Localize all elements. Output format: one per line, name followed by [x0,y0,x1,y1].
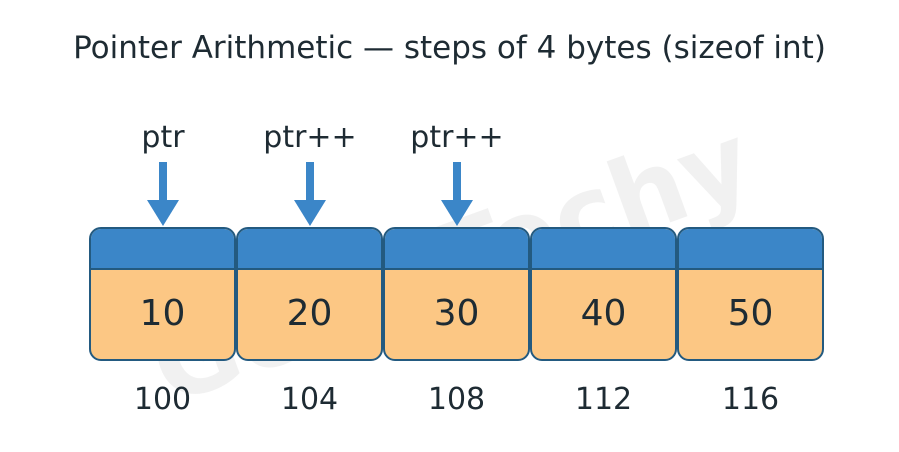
pointer-ptr-increment-2: ptr++ [387,120,527,226]
pointer-label: ptr [141,120,185,155]
memory-address-4: 116 [721,382,780,417]
down-arrow-icon [147,162,179,226]
memory-cell-4: 50 [677,227,824,361]
diagram-title: Pointer Arithmetic — steps of 4 bytes (s… [73,30,826,66]
cell-value: 20 [286,293,333,334]
cell-value: 10 [139,293,186,334]
down-arrow-icon [294,162,326,226]
cell-header [532,229,675,270]
memory-address-1: 104 [280,382,339,417]
pointer-ptr-increment-1: ptr++ [240,120,380,226]
memory-cell-3: 40 [530,227,677,361]
cell-header [679,229,822,270]
cell-header [91,229,234,270]
cell-header [238,229,381,270]
memory-cell-1: 20 [236,227,383,361]
memory-address-0: 100 [133,382,192,417]
cell-value: 50 [727,293,774,334]
cell-value: 40 [580,293,627,334]
memory-cell-2: 30 [383,227,530,361]
pointer-label: ptr++ [410,120,504,155]
pointer-label: ptr++ [263,120,357,155]
cell-value: 30 [433,293,480,334]
pointer-ptr: ptr [93,120,233,226]
memory-address-2: 108 [427,382,486,417]
memory-cell-0: 10 [89,227,236,361]
memory-address-3: 112 [574,382,633,417]
down-arrow-icon [441,162,473,226]
cell-header [385,229,528,270]
